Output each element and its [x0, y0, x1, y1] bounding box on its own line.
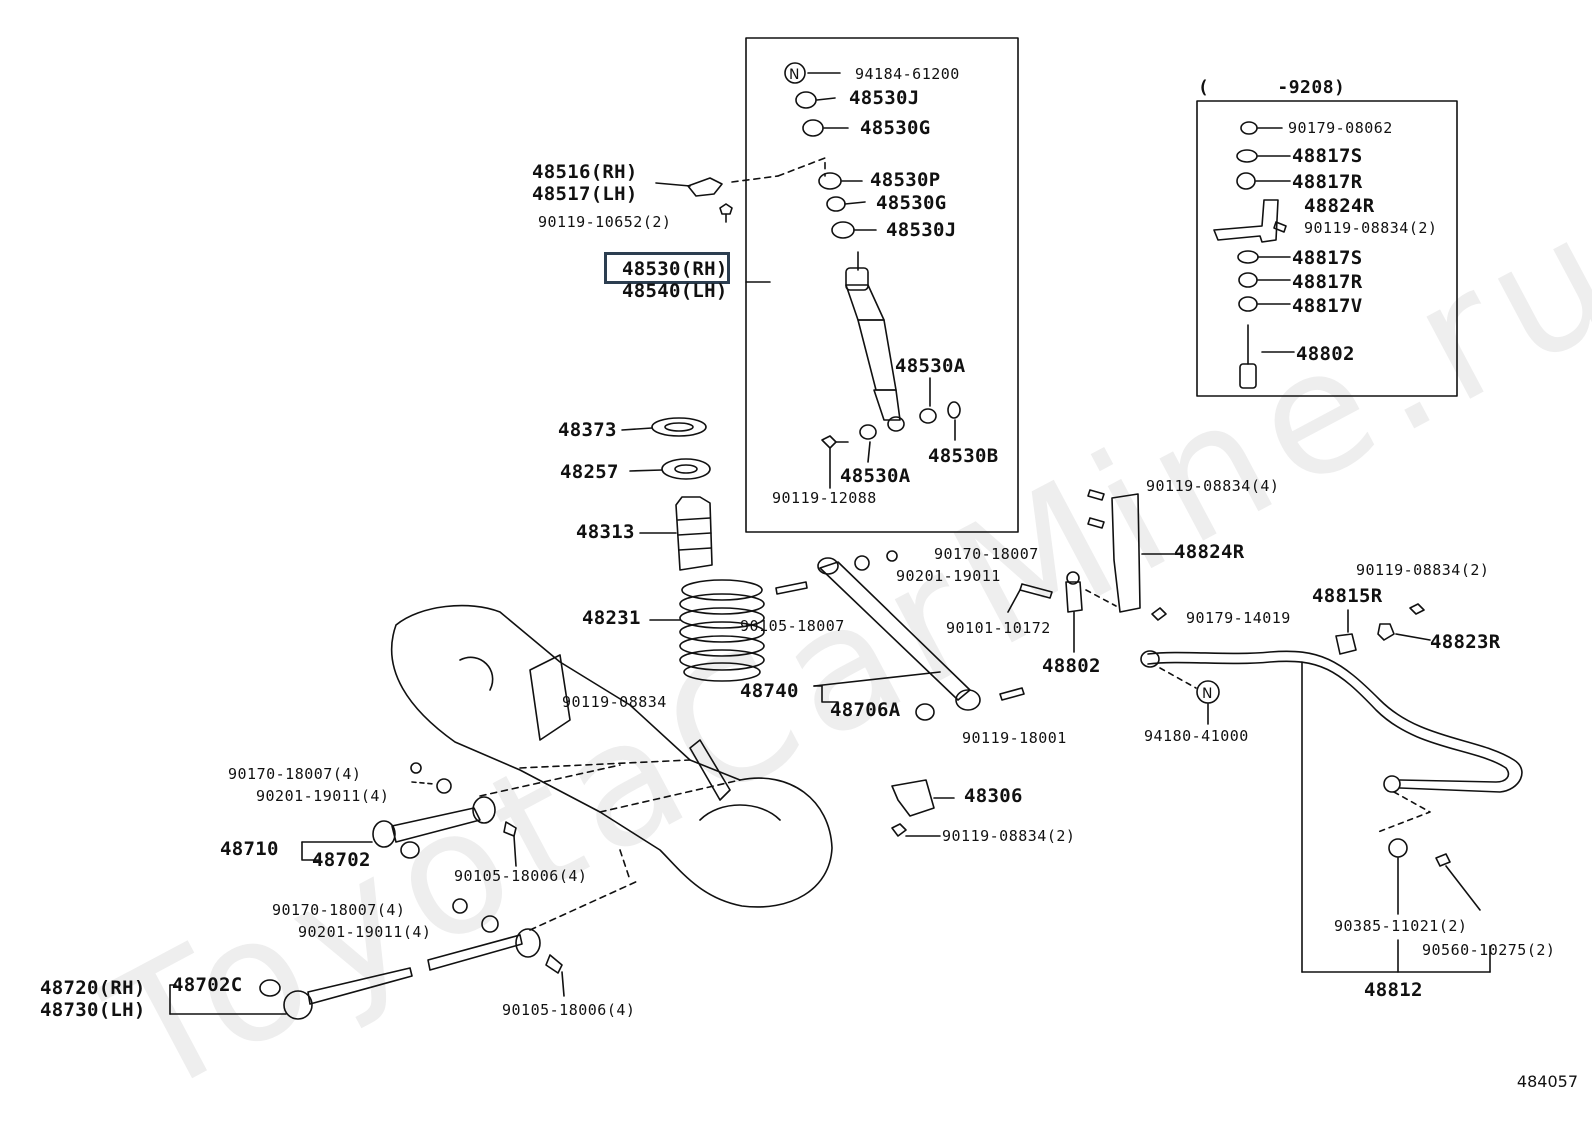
label-90385-11021[interactable]: 90385-11021(2): [1334, 917, 1468, 935]
label-90170-18007[interactable]: 90170-18007: [934, 545, 1039, 563]
nut-n-symbol: [784, 62, 806, 84]
label-48824r-box[interactable]: 48824R: [1304, 195, 1375, 217]
label-90179-14019[interactable]: 90179-14019: [1186, 609, 1291, 627]
label-48710[interactable]: 48710: [220, 838, 279, 860]
label-90119-08834[interactable]: 90119-08834: [562, 693, 667, 711]
label-48540-lh[interactable]: 48540(LH): [622, 280, 728, 302]
label-48802-box[interactable]: 48802: [1296, 343, 1355, 365]
label-48802[interactable]: 48802: [1042, 655, 1101, 677]
svg-text:N: N: [1202, 686, 1212, 702]
label-90119-08834-2-box[interactable]: 90119-08834(2): [1304, 219, 1438, 237]
label-90119-18001[interactable]: 90119-18001: [962, 729, 1067, 747]
label-48817r-upper[interactable]: 48817R: [1292, 171, 1363, 193]
label-48823r[interactable]: 48823R: [1430, 631, 1501, 653]
shock-absorber-box: [745, 37, 1019, 533]
label-90170-18007-4-lower[interactable]: 90170-18007(4): [272, 901, 406, 919]
label-90560-10275[interactable]: 90560-10275(2): [1422, 941, 1556, 959]
label-48530g-top[interactable]: 48530G: [860, 117, 931, 139]
label-48530a-upper[interactable]: 48530A: [895, 355, 966, 377]
label-48530j-lower[interactable]: 48530J: [886, 219, 957, 241]
label-90170-18007-4-upper[interactable]: 90170-18007(4): [228, 765, 362, 783]
early-model-box: [1196, 100, 1458, 397]
label-48516-rh[interactable]: 48516(RH): [532, 161, 638, 183]
label-48824r[interactable]: 48824R: [1174, 541, 1245, 563]
label-48702c[interactable]: 48702C: [172, 974, 243, 996]
label-90105-18006-4-lower[interactable]: 90105-18006(4): [502, 1001, 636, 1019]
label-90105-18007[interactable]: 90105-18007: [740, 617, 845, 635]
label-90201-19011[interactable]: 90201-19011: [896, 567, 1001, 585]
label-48530-rh[interactable]: 48530(RH): [622, 258, 728, 280]
label-48530b[interactable]: 48530B: [928, 445, 999, 467]
label-48373[interactable]: 48373: [558, 419, 617, 441]
label-48817s-upper[interactable]: 48817S: [1292, 145, 1363, 167]
label-94180-41000[interactable]: 94180-41000: [1144, 727, 1249, 745]
label-90201-19011-4-lower[interactable]: 90201-19011(4): [298, 923, 432, 941]
label-48530g-lower[interactable]: 48530G: [876, 192, 947, 214]
label-48815r[interactable]: 48815R: [1312, 585, 1383, 607]
label-90119-08834-4[interactable]: 90119-08834(4): [1146, 477, 1280, 495]
label-94184-61200[interactable]: 94184-61200: [855, 65, 960, 83]
label-48517-lh[interactable]: 48517(LH): [532, 183, 638, 205]
label-48530p[interactable]: 48530P: [870, 169, 941, 191]
early-model-date-note: ( -9208): [1198, 77, 1346, 98]
label-48817v[interactable]: 48817V: [1292, 295, 1363, 317]
label-90105-18006-4-upper[interactable]: 90105-18006(4): [454, 867, 588, 885]
shock-absorber: [845, 251, 905, 432]
label-48702[interactable]: 48702: [312, 849, 371, 871]
label-48530a-lower[interactable]: 48530A: [840, 465, 911, 487]
svg-text:N: N: [789, 67, 799, 83]
label-48817r-lower[interactable]: 48817R: [1292, 271, 1363, 293]
selected-part-highlight: [604, 252, 730, 284]
label-48730-lh[interactable]: 48730(LH): [40, 999, 146, 1021]
document-id: 484057: [1516, 1072, 1578, 1091]
label-48812[interactable]: 48812: [1364, 979, 1423, 1001]
label-90179-08062[interactable]: 90179-08062: [1288, 119, 1393, 137]
label-48306[interactable]: 48306: [964, 785, 1023, 807]
label-48706a[interactable]: 48706A: [830, 699, 901, 721]
label-48231[interactable]: 48231: [582, 607, 641, 629]
suspension-diagram: N: [169, 37, 1523, 1020]
label-90119-08834-2-right[interactable]: 90119-08834(2): [1356, 561, 1490, 579]
label-90201-19011-4-upper[interactable]: 90201-19011(4): [256, 787, 390, 805]
label-48313[interactable]: 48313: [576, 521, 635, 543]
label-90119-10652[interactable]: 90119-10652(2): [538, 213, 672, 231]
label-48740[interactable]: 48740: [740, 680, 799, 702]
label-90119-12088[interactable]: 90119-12088: [772, 489, 877, 507]
label-90119-08834-2-mid[interactable]: 90119-08834(2): [942, 827, 1076, 845]
label-48257[interactable]: 48257: [560, 461, 619, 483]
label-48817s-lower[interactable]: 48817S: [1292, 247, 1363, 269]
label-48530j-top[interactable]: 48530J: [849, 87, 920, 109]
label-90101-10172[interactable]: 90101-10172: [946, 619, 1051, 637]
label-48720-rh[interactable]: 48720(RH): [40, 977, 146, 999]
